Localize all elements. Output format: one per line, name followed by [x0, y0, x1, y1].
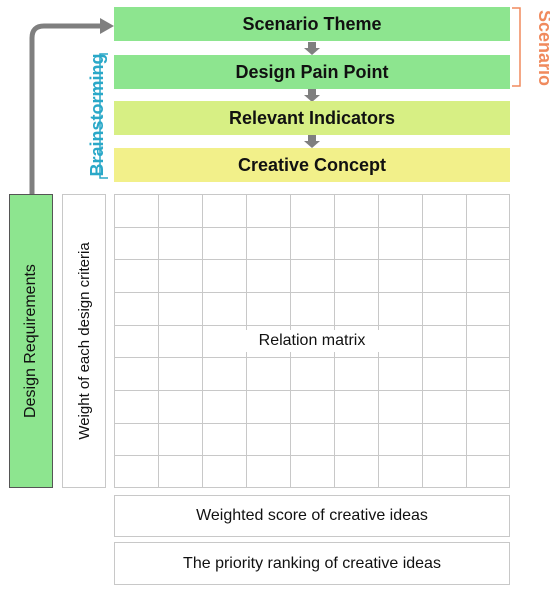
relevant-indicators-box: Relevant Indicators — [114, 101, 510, 135]
scenario-theme-box: Scenario Theme — [114, 7, 510, 41]
scenario-theme-label: Scenario Theme — [242, 13, 382, 34]
design-requirements-box — [9, 194, 53, 488]
priority-ranking-label: The priority ranking of creative ideas — [183, 554, 441, 572]
relation-matrix-label: Relation matrix — [220, 330, 404, 352]
scenario-side-label: Scenario — [535, 9, 550, 87]
design-pain-point-box: Design Pain Point — [114, 55, 510, 89]
brainstorming-bracket — [99, 53, 108, 179]
weighted-score-box: Weighted score of creative ideas — [114, 495, 510, 537]
creative-concept-box: Creative Concept — [114, 148, 510, 182]
weight-criteria-label: Weight of each design criteria — [75, 242, 93, 440]
arrow-down-icon — [304, 42, 320, 55]
creative-concept-label: Creative Concept — [237, 154, 387, 175]
scenario-bracket — [512, 7, 521, 87]
arrow-down-icon — [304, 135, 320, 148]
weight-criteria-box — [62, 194, 106, 488]
feedback-arrow — [29, 18, 114, 195]
relevant-indicators-label: Relevant Indicators — [228, 107, 396, 128]
design-requirements-label: Design Requirements — [22, 264, 39, 418]
weighted-score-label: Weighted score of creative ideas — [196, 507, 428, 524]
priority-ranking-box: The priority ranking of creative ideas — [114, 542, 510, 585]
design-pain-point-label: Design Pain Point — [235, 61, 389, 82]
arrow-down-icon — [304, 89, 320, 102]
